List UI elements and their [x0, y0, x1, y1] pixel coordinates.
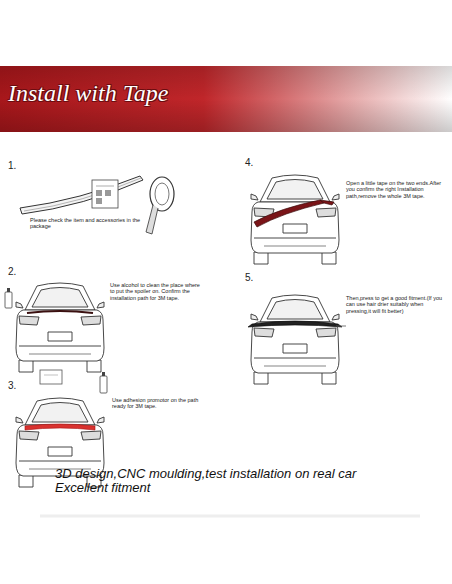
step-note: Please check the item and accessories in… — [30, 217, 155, 230]
step-number: 1. — [8, 160, 16, 172]
alcohol-bottle — [5, 292, 12, 308]
spoiler-part — [20, 176, 143, 214]
car-rear — [248, 295, 346, 384]
step-note: Open a little tape on the two ends.After… — [346, 180, 446, 199]
step-note: Then,press to get a good fitment.(If you… — [346, 295, 446, 314]
caption: 3D design,CNC moulding,test installation… — [55, 467, 400, 496]
title: Install with Tape — [8, 80, 168, 107]
step-number: 4. — [245, 157, 253, 169]
spoiler-edge — [24, 178, 141, 211]
step-note: Use alcohol to clean the place where to … — [110, 282, 205, 301]
step-note: Use adhesion promotor on the path ready … — [112, 397, 207, 410]
wipe-pad — [40, 370, 62, 384]
promoter-bottle — [100, 376, 107, 393]
package-card — [92, 180, 118, 208]
step-number: 2. — [8, 266, 16, 278]
tape-strip — [146, 205, 158, 234]
step-number: 5. — [245, 272, 253, 284]
title-banner — [0, 66, 452, 132]
step-number: 3. — [8, 380, 16, 392]
car-rear — [16, 283, 104, 372]
faint-footer — [40, 515, 420, 518]
banner-shade — [0, 66, 452, 132]
car-rear — [251, 175, 339, 264]
